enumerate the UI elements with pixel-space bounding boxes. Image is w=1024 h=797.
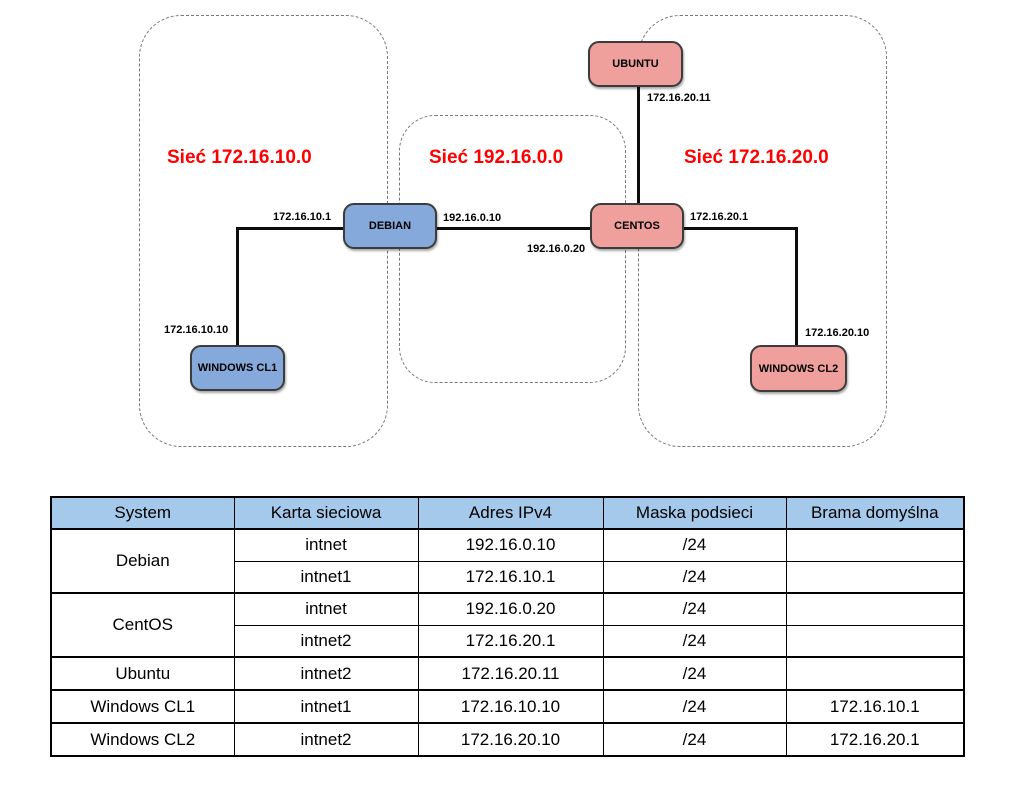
- cell-gateway: [785, 528, 965, 562]
- column-header-ip: Adres IPv4: [417, 496, 604, 530]
- link-centos-to-cl2-vertical: [795, 228, 798, 346]
- cell-ip: 192.16.0.10: [417, 528, 604, 562]
- node-windows-cl1: WINDOWS CL1: [190, 345, 285, 391]
- cell-system: Windows CL2: [50, 722, 235, 757]
- ip-label-ubuntu-intnet2: 172.16.20.11: [647, 92, 711, 104]
- cell-gateway: 172.16.10.1: [785, 689, 965, 724]
- cell-gateway: 172.16.20.1: [785, 722, 965, 757]
- link-debian-to-cl1-vertical: [236, 228, 239, 346]
- node-windows-cl2: WINDOWS CL2: [750, 345, 847, 392]
- table-row-ubuntu: Ubuntu intnet2 172.16.20.11 /24: [50, 656, 965, 691]
- cell-gateway: [785, 624, 965, 658]
- table-row-centos-intnet2: intnet2 172.16.20.1 /24: [51, 624, 965, 658]
- cell-nic: intnet1: [233, 560, 419, 594]
- cell-nic: intnet2: [233, 722, 419, 757]
- network-title-192-16-0-0: Sieć 192.16.0.0: [429, 147, 564, 168]
- column-header-gateway: Brama domyślna: [785, 496, 965, 530]
- node-debian-label: DEBIAN: [368, 220, 412, 232]
- cell-ip: 172.16.20.1: [417, 624, 604, 658]
- network-title-172-16-20-0: Sieć 172.16.20.0: [684, 147, 829, 168]
- column-header-nic: Karta sieciowa: [233, 496, 419, 530]
- link-centos-to-cl2-horizontal: [684, 227, 798, 230]
- cell-nic: intnet: [233, 528, 419, 562]
- cell-ip: 172.16.10.10: [417, 689, 604, 724]
- cell-nic: intnet2: [233, 656, 419, 691]
- table-header-row: System Karta sieciowa Adres IPv4 Maska p…: [50, 496, 965, 530]
- table-row-debian-intnet: Debian intnet 192.16.0.10 /24: [50, 528, 965, 594]
- cell-system: Ubuntu: [50, 656, 235, 691]
- link-ubuntu-to-centos: [637, 86, 640, 204]
- cell-ip: 172.16.20.11: [417, 656, 604, 691]
- ip-label-centos-intnet2: 172.16.20.1: [690, 211, 749, 223]
- cell-mask: /24: [602, 722, 787, 757]
- network-config-table: System Karta sieciowa Adres IPv4 Maska p…: [50, 496, 965, 757]
- cell-mask: /24: [602, 528, 787, 562]
- node-centos-label: CENTOS: [614, 220, 660, 232]
- ip-label-centos-intnet: 192.16.0.20: [527, 243, 586, 255]
- cell-ip: 172.16.10.1: [417, 560, 604, 594]
- ip-label-debian-intnet1: 172.16.10.1: [273, 211, 332, 223]
- cell-gateway: [785, 592, 965, 626]
- cell-nic: intnet1: [233, 689, 419, 724]
- ip-label-cl2-intnet2: 172.16.20.10: [805, 327, 870, 339]
- network-title-172-16-10-0: Sieć 172.16.10.0: [167, 147, 312, 168]
- node-ubuntu-label: UBUNTU: [612, 58, 659, 70]
- ip-label-debian-intnet: 192.16.0.10: [443, 212, 502, 224]
- table-row-centos-intnet: CentOS intnet 192.16.0.20 /24: [50, 592, 965, 658]
- link-debian-to-cl1-horizontal: [236, 227, 344, 230]
- cell-system: CentOS: [50, 592, 235, 658]
- network-zone-192-16-0-0: [399, 115, 626, 383]
- node-ubuntu: UBUNTU: [588, 41, 683, 87]
- cell-nic: intnet: [233, 592, 419, 626]
- link-debian-to-centos: [437, 227, 591, 230]
- table-row-windows-cl1: Windows CL1 intnet1 172.16.10.10 /24 172…: [50, 689, 965, 724]
- ip-label-cl1-intnet1: 172.16.10.10: [164, 324, 229, 336]
- cell-system: Windows CL1: [50, 689, 235, 724]
- cell-mask: /24: [602, 592, 787, 626]
- table-row-windows-cl2: Windows CL2 intnet2 172.16.20.10 /24 172…: [50, 722, 965, 757]
- cell-ip: 192.16.0.20: [417, 592, 604, 626]
- cell-gateway: [785, 560, 965, 594]
- cell-ip: 172.16.20.10: [417, 722, 604, 757]
- cell-mask: /24: [602, 624, 787, 658]
- column-header-system: System: [50, 496, 235, 530]
- cell-mask: /24: [602, 560, 787, 594]
- cell-nic: intnet2: [233, 624, 419, 658]
- cell-mask: /24: [602, 656, 787, 691]
- cell-mask: /24: [602, 689, 787, 724]
- node-windows-cl1-label: WINDOWS CL1: [197, 362, 278, 374]
- node-windows-cl2-label: WINDOWS CL2: [758, 362, 839, 375]
- node-debian: DEBIAN: [343, 203, 437, 249]
- cell-gateway: [785, 656, 965, 691]
- column-header-mask: Maska podsieci: [602, 496, 787, 530]
- node-centos: CENTOS: [590, 203, 684, 249]
- cell-system: Debian: [50, 528, 235, 594]
